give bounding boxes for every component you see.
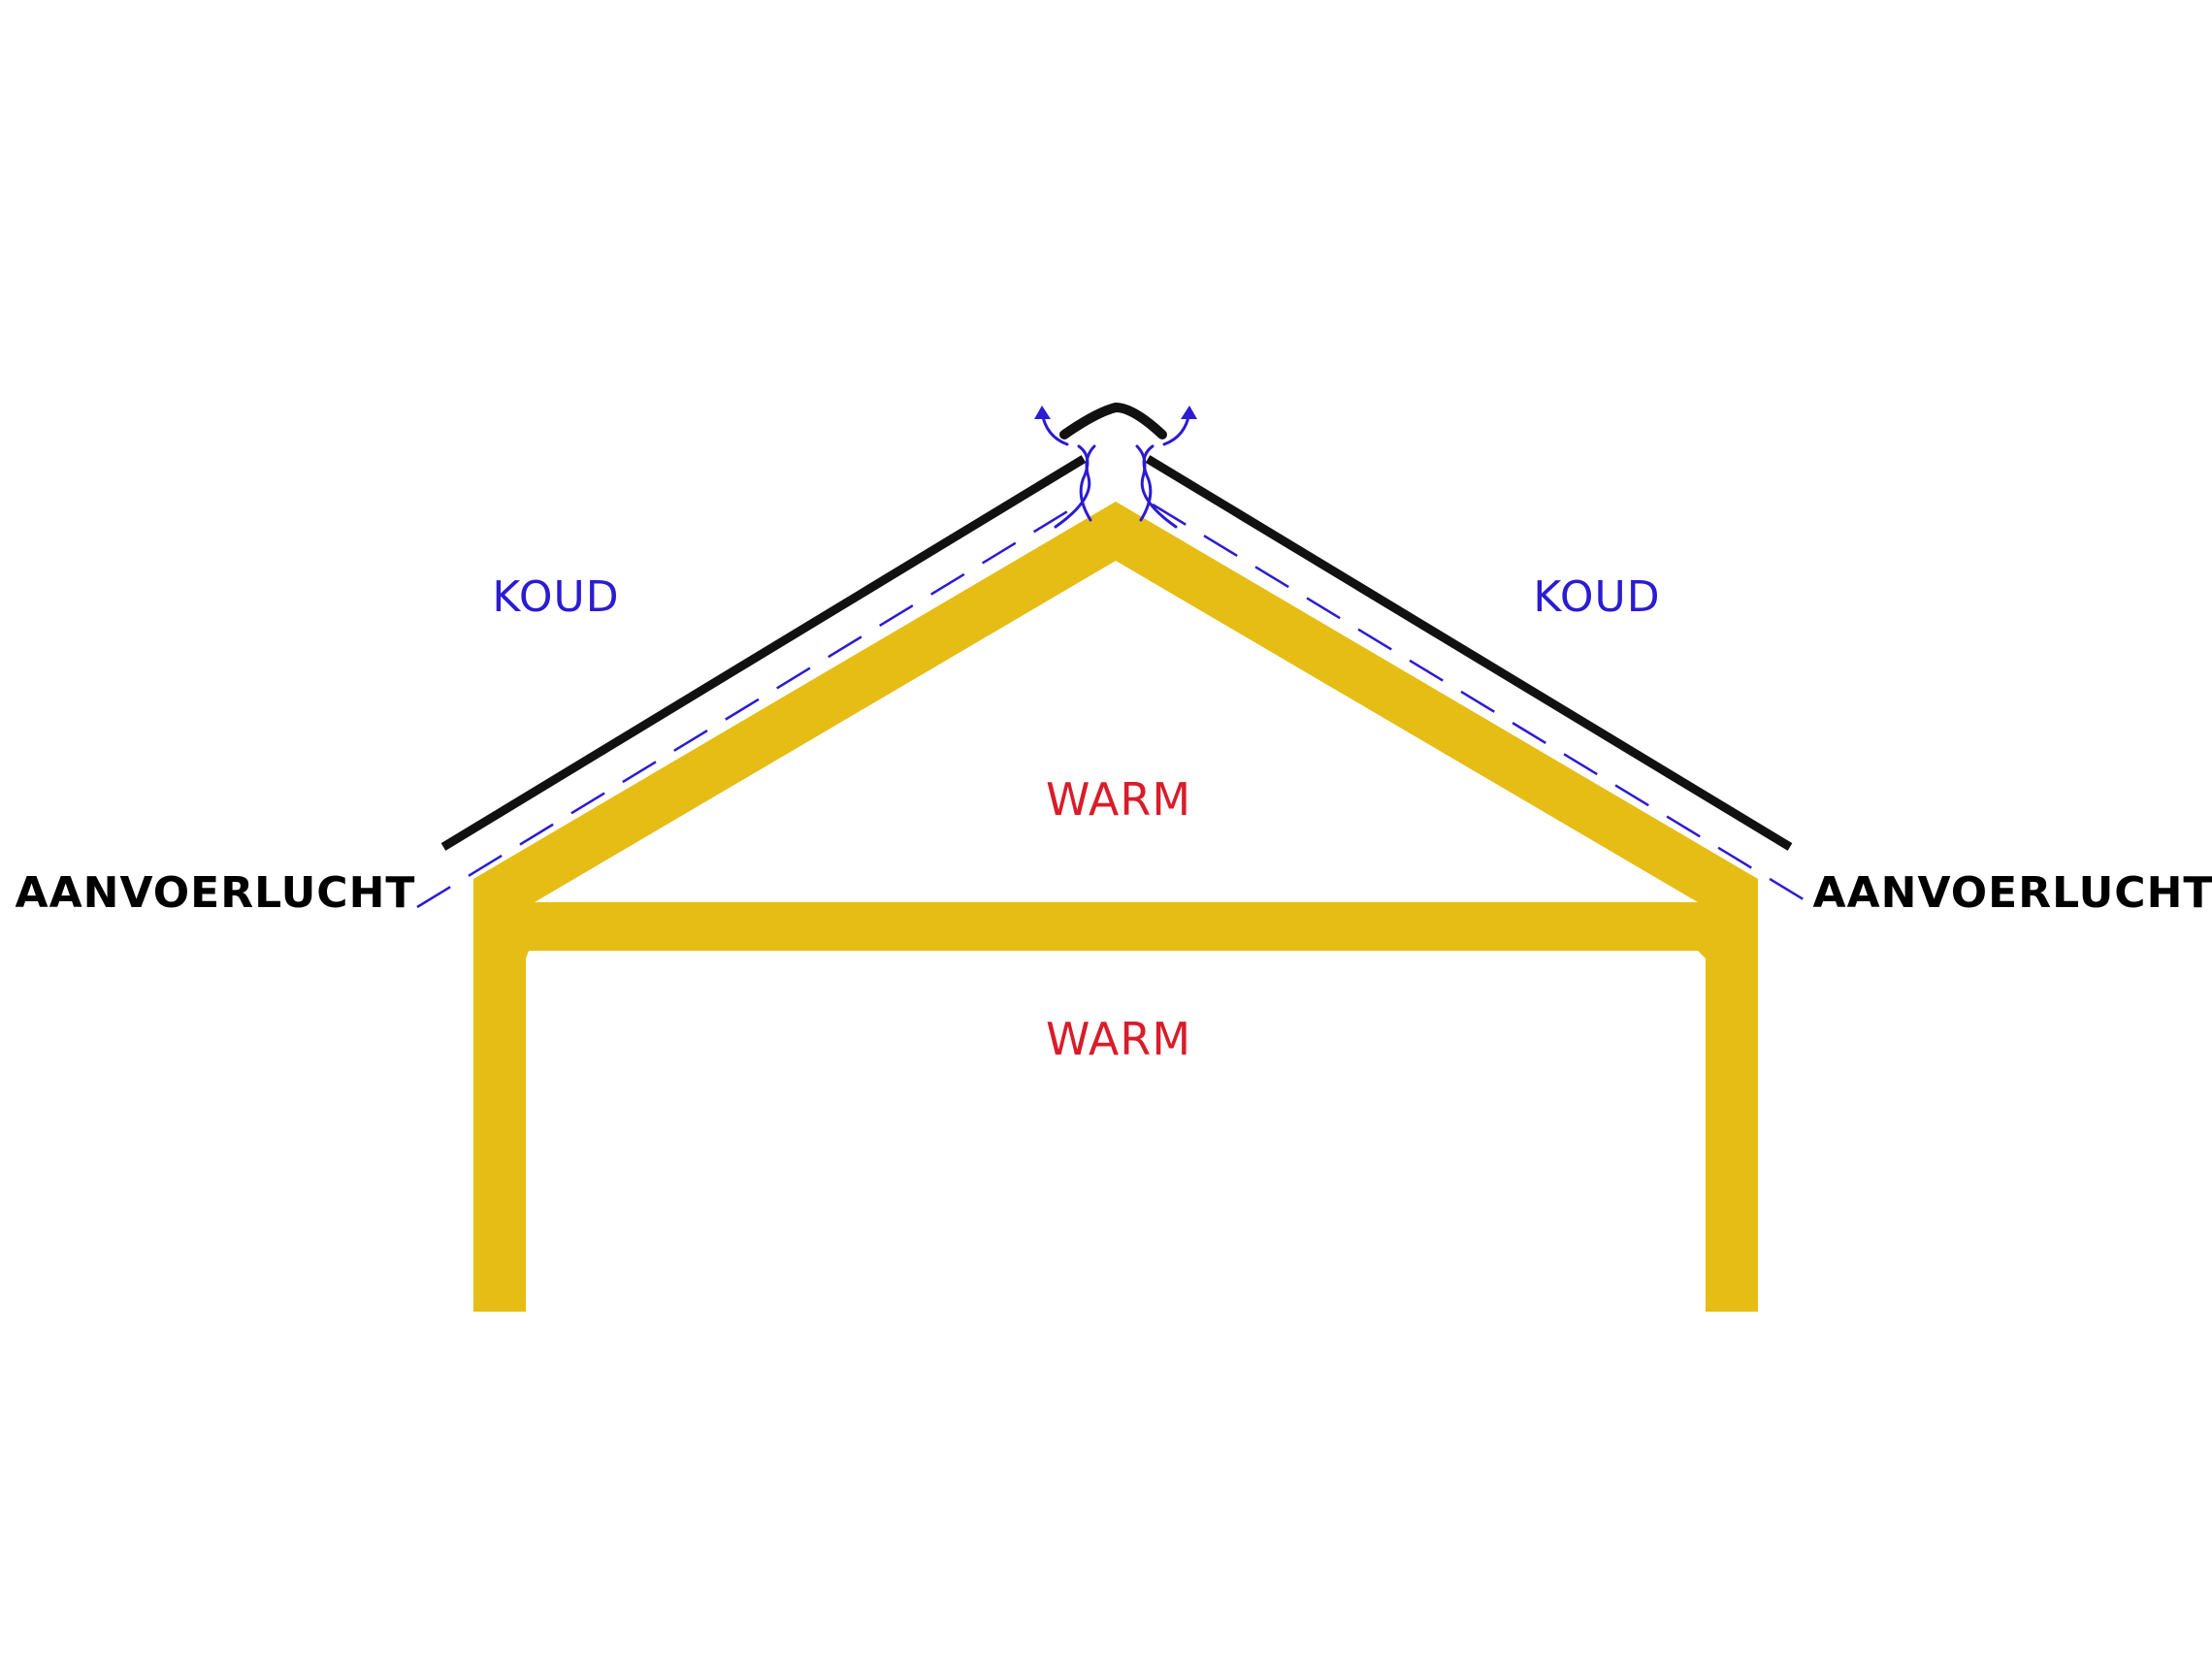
label-supply-right: AANVOERLUCHT [1813,868,2212,918]
label-cold-right: KOUD [1533,572,1660,622]
air-channel-right [1152,503,1817,909]
label-supply-left: AANVOERLUCHT [16,868,416,918]
arrow-up-curved-icon [1181,406,1197,419]
arrow-up-curved-icon [1034,406,1051,419]
house-structure [473,502,1758,1312]
label-warm-attic: WARM [1046,773,1191,826]
airflow-curl-right-1 [1135,444,1178,529]
attic-cavity [535,561,1698,902]
label-cold-left: KOUD [492,572,619,622]
airflow-curl-left-1 [1054,444,1096,529]
ridge-cap [1059,402,1167,439]
roof-covering [440,402,1793,851]
roof-covering-right [1145,455,1793,851]
roof-covering-left [440,455,1087,851]
airflow-curl-left-2 [1077,444,1092,522]
air-channel-left [416,503,1080,909]
air-channel [416,503,1817,909]
airflow-curl-right-2 [1139,444,1155,522]
airflow-arrowheads [1034,406,1197,419]
roof-rafters [473,502,1758,1312]
label-warm-room: WARM [1046,1013,1191,1065]
